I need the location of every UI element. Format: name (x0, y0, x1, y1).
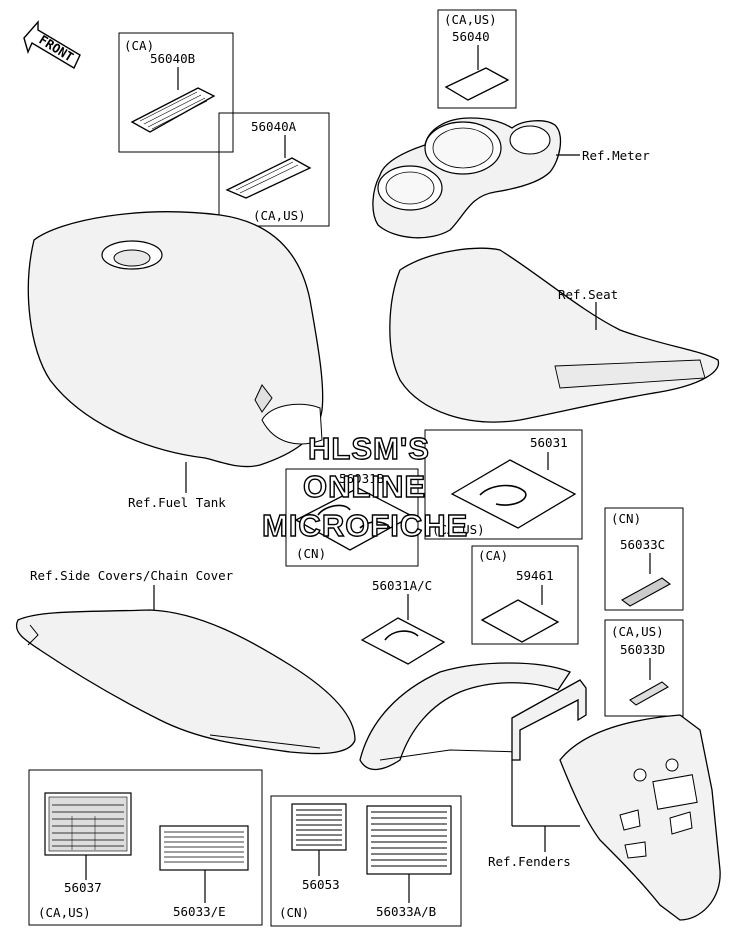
part-56040b-number: 56040B (150, 51, 195, 66)
ref-fuel-tank-label: Ref.Fuel Tank (128, 495, 226, 510)
front-arrow-label: FRONT (36, 32, 76, 65)
ref-fenders-label: Ref.Fenders (488, 854, 571, 869)
ref-seat-label: Ref.Seat (558, 287, 618, 302)
decal-56031ac-icon (360, 617, 446, 665)
part-59461-region: (CA) (478, 548, 508, 563)
label-group-ca-us[interactable]: 56037 56033/E (CA,US) (28, 769, 263, 926)
part-56040[interactable]: (CA,US) 56040 (437, 9, 517, 109)
watermark-line3: MICROFICHE (262, 508, 468, 543)
decal-56040a-icon (225, 157, 312, 199)
part-59461[interactable]: (CA) 59461 (471, 545, 579, 645)
label-56033e-icon (159, 825, 249, 871)
part-56037-number: 56037 (64, 880, 102, 895)
part-56040a[interactable]: 56040A (CA,US) (218, 112, 330, 227)
decal-56031b-icon (294, 487, 414, 551)
ref-meter-label: Ref.Meter (582, 148, 650, 163)
seat-illustration: Ref.Seat (389, 247, 720, 423)
part-56033d[interactable]: (CA,US) 56033D (604, 619, 684, 717)
part-56040b-region: (CA) (124, 38, 154, 53)
part-56033c-region: (CN) (611, 511, 641, 526)
watermark-line1: HLSM'S (308, 431, 430, 466)
decal-56031-icon (450, 459, 577, 529)
part-56033d-region: (CA,US) (611, 624, 664, 639)
part-56031[interactable]: 56031 (CA,US) (424, 429, 583, 540)
decal-56040-icon (444, 67, 510, 101)
front-arrow: FRONT (23, 20, 81, 69)
part-56031ac-number: 56031A/C (372, 578, 432, 593)
decal-56033c-icon (620, 577, 672, 607)
label-56037-icon (44, 792, 132, 856)
part-56033ab-number: 56033A/B (376, 904, 436, 919)
group-right-region: (CN) (279, 905, 309, 920)
fenders-illustration: Ref.Fenders (359, 662, 721, 921)
decal-56033d-icon (629, 681, 669, 706)
label-group-cn[interactable]: 56053 56033A/B (CN) (270, 795, 462, 927)
part-56040-number: 56040 (452, 29, 490, 44)
part-56031b-number: 56031B (339, 471, 384, 486)
part-56031-region: (CA,US) (432, 522, 485, 537)
part-56033e-number: 56033/E (173, 904, 226, 919)
watermark: HLSM'S ONLINE MICROFICHE (261, 430, 468, 543)
part-56031-number: 56031 (530, 435, 568, 450)
part-56031ac[interactable]: 56031A/C (360, 578, 446, 665)
meter-illustration: Ref.Meter (372, 117, 650, 239)
part-56033c[interactable]: (CN) 56033C (604, 507, 684, 611)
part-56031b[interactable]: 56031B (CN) (285, 468, 419, 567)
part-56040-region: (CA,US) (444, 12, 497, 27)
ref-side-covers-label: Ref.Side Covers/Chain Cover (30, 568, 234, 583)
decal-56040b-icon (130, 87, 216, 133)
part-56033c-number: 56033C (620, 537, 665, 552)
group-left-region: (CA,US) (38, 905, 91, 920)
part-56033d-number: 56033D (620, 642, 665, 657)
label-56053-icon (291, 803, 347, 851)
decal-59461-icon (480, 599, 560, 643)
label-56033ab-icon (366, 805, 452, 875)
part-56040a-number: 56040A (251, 119, 297, 134)
part-59461-number: 59461 (516, 568, 554, 583)
part-56053-number: 56053 (302, 877, 340, 892)
part-56040a-region: (CA,US) (253, 208, 306, 223)
fuel-tank-illustration: Ref.Fuel Tank (27, 211, 324, 510)
watermark-line2: ONLINE (303, 469, 426, 504)
side-covers-illustration: Ref.Side Covers/Chain Cover (15, 568, 356, 755)
part-56040b[interactable]: (CA) 56040B (118, 32, 234, 153)
part-56031b-region: (CN) (296, 546, 326, 561)
